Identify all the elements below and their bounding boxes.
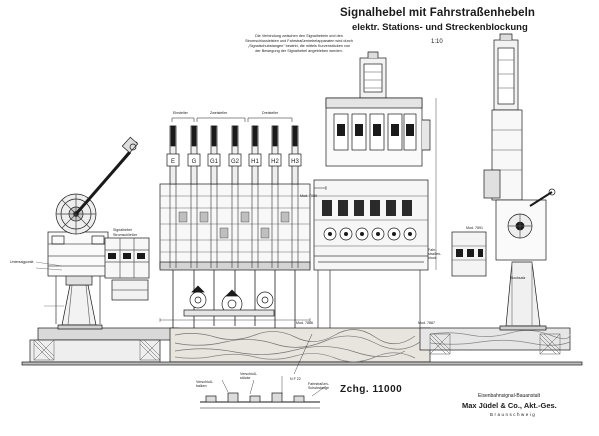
lever-grip — [232, 125, 238, 147]
left-side-view — [35, 136, 150, 330]
label-mod-7887: Mod. 7887 — [418, 321, 435, 325]
lever-handles: E G G1 G2 H1 H2 H3 — [166, 125, 302, 185]
lever-plate — [288, 153, 302, 167]
drawing-title: Signalhebel mit Fahrstraßenhebeln — [340, 7, 536, 19]
lever-grip — [292, 125, 298, 147]
lever-grip — [191, 125, 197, 147]
label-stromschluss: Stromschließer — [113, 233, 138, 237]
lever-grip — [252, 125, 258, 147]
lever-plate-label: H2 — [271, 159, 279, 165]
floor-beams — [21, 327, 583, 366]
right-side-view — [451, 33, 556, 331]
firm-works: Eisenbahnsignal-Bauanstalt — [478, 393, 540, 399]
note-line-1: Die Verbindung zwischen den Signalhebeln… — [255, 34, 343, 38]
lever-grip — [170, 125, 176, 147]
lever-grip — [272, 125, 278, 147]
lever-handle: E — [166, 125, 180, 185]
lever-plate-label: H1 — [251, 159, 259, 165]
drawing-scale: 1:10 — [431, 39, 443, 45]
lever-plate-label: E — [171, 159, 175, 165]
block-instrument-front — [313, 51, 437, 328]
lever-plate — [187, 153, 201, 167]
lever-plate-label: H3 — [291, 159, 299, 165]
lever-handle: G2 — [228, 125, 242, 185]
label-signalhebel: Signalhebel — [113, 228, 132, 232]
label-nf22: N F 22 — [290, 377, 301, 381]
drawing-number: Zchg. 11000 — [340, 384, 403, 395]
label-mod-7886: Mod. 7886 — [296, 321, 313, 325]
lever-plate-label: G1 — [210, 159, 219, 165]
lever-plate — [248, 153, 262, 167]
label-mod-7889: Mod. 7889 — [300, 194, 317, 198]
lever-handle: H3 — [288, 125, 302, 185]
lever-handle: G1 — [207, 125, 221, 185]
drawing-subtitle: elektr. Stations- und Streckenblockung — [352, 22, 528, 33]
lever-handle: H2 — [268, 125, 282, 185]
label-verschluss-stuecke: Verschluß- stücke — [240, 372, 258, 380]
label-untersagung: Untersagpunkt — [10, 260, 34, 264]
central-lever-bank: E G G1 G2 H1 H2 H3 — [159, 117, 311, 328]
lever-handle: G — [187, 125, 201, 185]
firm-name: Max Jüdel & Co., Akt.-Ges. — [462, 401, 557, 410]
detail-locking-pieces — [200, 376, 327, 409]
label-mod-7891: Mod. 7891 — [466, 226, 483, 230]
lever-plate-label: G2 — [231, 159, 240, 165]
lever-plate — [166, 153, 180, 167]
note-line-3: „Signalschubstangen“ bewirkt, die mittel… — [247, 44, 351, 48]
lever-grip — [211, 125, 217, 147]
explanatory-note: Die Verbindung zwischen den Signalhebeln… — [224, 34, 374, 54]
lever-plate — [268, 153, 282, 167]
lever-plate — [228, 153, 242, 167]
lever-plate — [207, 153, 221, 167]
firm-city: Braunschweig — [490, 412, 537, 417]
group-label-dreisteller: Dreisteller — [262, 111, 279, 115]
label-verschluss-balken: Verschluß- balken — [196, 380, 214, 388]
note-line-2: Stromschlussleisten und Fahrstraßenhebel… — [245, 39, 353, 43]
label-fahrstrassen-blocks: Fahr- straßen- block — [428, 248, 442, 260]
label-blocksatz: Blocksatz — [510, 276, 526, 280]
group-label-zweisteller: Zweisteller — [210, 111, 228, 115]
lever-plate-label: G — [192, 159, 197, 165]
label-fahrstrassen-schub: Fahrstraßen- Schubstange — [308, 382, 329, 390]
group-label-einsteller: Einsteller — [173, 111, 188, 115]
lever-handle: H1 — [248, 125, 262, 185]
note-line-4: der Bewegung der Signalhebel angetrieben… — [255, 49, 343, 53]
